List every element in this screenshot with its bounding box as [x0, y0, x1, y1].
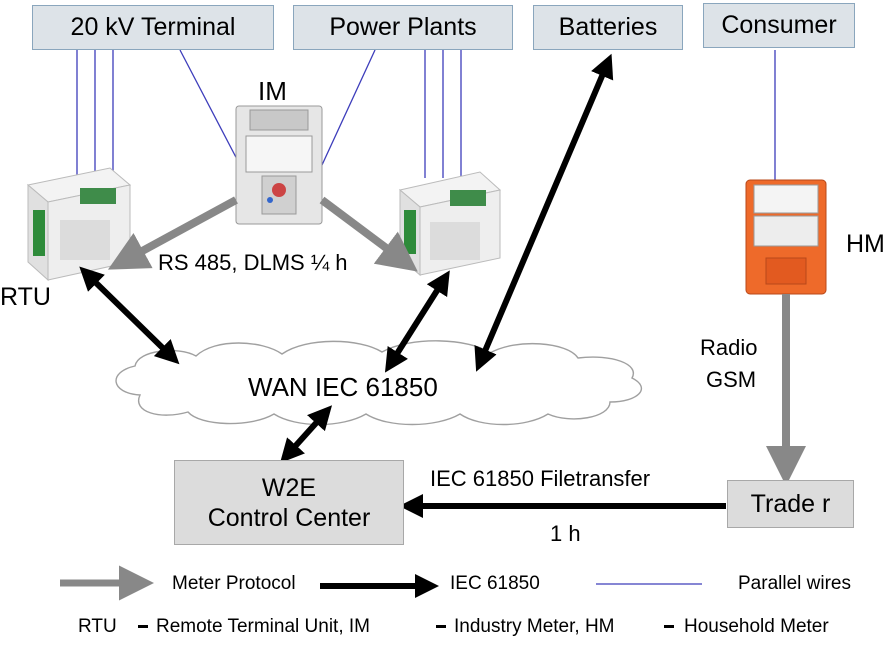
iec61850-arrows: [79, 53, 726, 518]
rtu-left-device: [26, 167, 132, 282]
power-plant-wires: [321, 49, 462, 178]
filetransfer-label: IEC 61850 Filetransfer: [430, 466, 651, 491]
control-center-line1: W2E: [261, 473, 317, 502]
abbrev-rtu: RTU: [78, 616, 117, 637]
gsm-label: GSM: [706, 367, 757, 392]
wan-label: WAN IEC 61850: [248, 372, 438, 402]
radio-label: Radio: [700, 335, 758, 360]
abbrev-rtu-text: Remote Terminal Unit, IM: [156, 616, 370, 637]
rs485-label: RS 485, DLMS ¼ h: [158, 250, 348, 275]
hm-meter: [745, 179, 827, 295]
legend-iec61850: IEC 61850: [450, 573, 540, 594]
hm-label: HM: [846, 230, 885, 258]
abbrev-hm-text: Household Meter: [684, 616, 829, 637]
abbrev-im-text: Industry Meter, HM: [454, 616, 615, 637]
terminal-box: 20 kV Terminal: [32, 5, 274, 50]
batteries-box: Batteries: [533, 5, 683, 50]
control-center-box: W2E Control Center: [174, 460, 404, 545]
im-meter: [235, 105, 323, 225]
meter-protocol-arrows: [107, 196, 806, 486]
legend-parallel-wires: Parallel wires: [738, 573, 851, 594]
consumer-box: Consumer: [703, 3, 855, 48]
legend-graphics: [60, 565, 702, 601]
rtu-label: RTU: [0, 283, 51, 311]
control-center-line2: Control Center: [207, 503, 371, 532]
rtu-right-device: [398, 171, 502, 277]
interval-label: 1 h: [550, 521, 581, 546]
legend-meter-protocol: Meter Protocol: [172, 573, 296, 594]
power-plants-box: Power Plants: [293, 5, 513, 50]
abbreviation-dashes: [138, 625, 674, 628]
terminal-wires: [76, 49, 241, 190]
im-label: IM: [258, 76, 287, 106]
trader-box: Trade r: [727, 480, 854, 528]
